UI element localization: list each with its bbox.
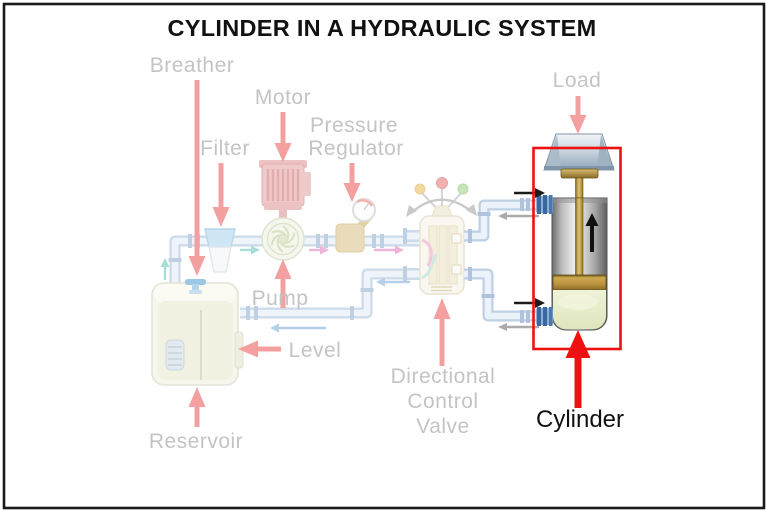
load-arrow xyxy=(569,96,587,134)
level-arrow xyxy=(238,340,281,358)
dcv-arrow xyxy=(433,298,451,366)
label-pressure-regulator-line1: Pressure xyxy=(310,114,398,137)
pressure-regulator-arrow xyxy=(343,163,361,202)
suction-strainer xyxy=(165,339,185,371)
valve-lever-ball-red xyxy=(436,177,448,189)
label-level: Level xyxy=(289,339,342,362)
label-pump: Pump xyxy=(252,287,309,310)
reservoir-graphic xyxy=(151,279,244,386)
motor-arrow xyxy=(274,112,292,162)
cylinder-port-top xyxy=(536,195,553,214)
load-platform-graphic xyxy=(543,133,615,179)
flow-arrows-faded xyxy=(160,245,410,333)
label-reservoir: Reservoir xyxy=(149,430,243,453)
breather-arrow xyxy=(188,80,206,276)
label-dcv-line1: Directional xyxy=(391,365,496,388)
breather-valve-graphic xyxy=(185,279,206,294)
reservoir-arrow xyxy=(188,387,206,427)
cylinder-callout-arrow xyxy=(565,330,591,408)
filter-graphic xyxy=(204,228,236,273)
directional-control-valve-graphic xyxy=(403,177,477,295)
label-dcv-line3: Valve xyxy=(416,415,469,438)
label-load: Load xyxy=(553,69,602,92)
filter-arrow xyxy=(212,163,230,227)
cylinder-pipes xyxy=(464,198,539,331)
valve-lever-ball-green xyxy=(457,183,469,195)
cylinder-port-bottom xyxy=(536,307,553,326)
valve-lever-ball-yellow xyxy=(414,183,426,195)
pump-arrow xyxy=(274,259,292,308)
rod-collar xyxy=(560,168,599,179)
valve-swing-arrow xyxy=(410,198,473,214)
label-motor: Motor xyxy=(255,86,311,109)
faded-system-art xyxy=(151,160,477,386)
pump-graphic xyxy=(261,217,305,261)
label-breather: Breather xyxy=(150,54,235,77)
label-filter: Filter xyxy=(200,137,250,160)
page-title: CYLINDER IN A HYDRAULIC SYSTEM xyxy=(168,15,597,41)
extend-direction-arrow xyxy=(585,213,599,252)
label-dcv-line2: Control xyxy=(407,390,478,413)
label-pressure-regulator-line2: Regulator xyxy=(308,137,404,160)
piston xyxy=(552,274,607,291)
label-cylinder: Cylinder xyxy=(536,406,624,433)
pressure-regulator-graphic xyxy=(335,198,376,253)
label-arrows-faded xyxy=(188,80,587,427)
motor-graphic xyxy=(259,160,311,218)
cylinder-graphic xyxy=(514,133,615,331)
